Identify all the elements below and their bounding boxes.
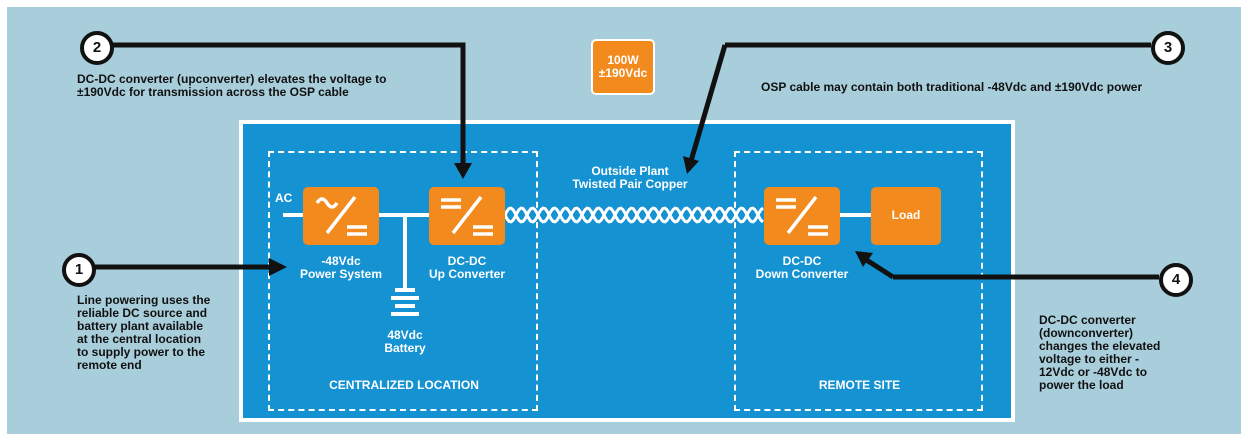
cable-strand-2 (503, 206, 764, 224)
diagram-canvas: Load 100W ±190Vdc AC -48Vdc Power System… (7, 7, 1241, 434)
up-converter-box (429, 187, 505, 245)
callout-1-badge: 1 (62, 253, 96, 287)
diagram-connections (87, 42, 1159, 316)
callout-4-text: DC-DC converter (downconverter) changes … (1039, 313, 1161, 392)
up-converter-label: DC-DC Up Converter (428, 254, 505, 281)
battery-icon (391, 288, 419, 316)
callout-2-text: DC-DC converter (upconverter) elevates t… (77, 72, 387, 99)
load-box: Load (871, 187, 941, 245)
callout-3-line-diag (688, 44, 728, 162)
callout-3-text: OSP cable may contain both traditional -… (761, 80, 1143, 94)
centralized-location-label: CENTRALIZED LOCATION (329, 378, 479, 392)
remote-site-label: REMOTE SITE (818, 378, 901, 392)
callout-arrowheads (269, 156, 873, 276)
centralized-location-zone (268, 151, 538, 411)
battery-label: 48Vdc Battery (384, 328, 426, 355)
remote-site-zone (734, 151, 983, 411)
load-label: Load (891, 208, 921, 222)
callout-3-badge: 3 (1151, 31, 1185, 65)
cable-label: Outside Plant Twisted Pair Copper (572, 164, 688, 191)
callout-4-badge: 4 (1159, 263, 1193, 297)
callout-lines (87, 42, 1159, 280)
dc-dc-converter-icon (441, 195, 493, 236)
ac-dc-rectifier-icon (315, 195, 367, 236)
arrow-3-head (683, 156, 699, 174)
callout-2-badge: 2 (80, 31, 114, 65)
power-system-box (303, 187, 379, 245)
power-rating-badge: 100W ±190Vdc (591, 39, 655, 95)
twisted-pair-cable (503, 206, 764, 224)
dc-dc-converter-icon (776, 195, 828, 236)
cable-strand-1 (503, 206, 764, 224)
arrow-4-head (855, 251, 873, 267)
down-converter-box (764, 187, 840, 245)
callout-2-line (105, 42, 466, 167)
power-rating-text: 100W ±190Vdc (598, 53, 648, 80)
down-converter-label: DC-DC Down Converter (755, 254, 849, 281)
callout-1-text: Line powering uses the reliable DC sourc… (77, 293, 211, 372)
ac-label: AC (275, 191, 293, 205)
arrow-2-head (454, 163, 472, 179)
callout-4-line-diag (863, 256, 895, 280)
arrow-1-head (269, 258, 287, 276)
power-system-label: -48Vdc Power System (299, 254, 383, 281)
